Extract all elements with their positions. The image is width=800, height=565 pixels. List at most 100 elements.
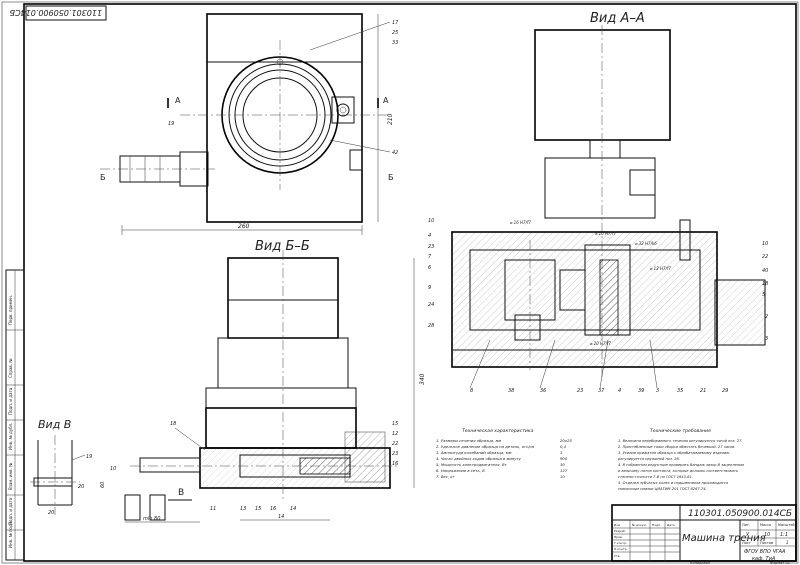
callout-bot-0: 15 [392, 421, 398, 427]
dim-base: min 80 [143, 516, 160, 522]
callout-sec-5: 9 [428, 285, 431, 291]
callout-sec-8: 10 [762, 241, 768, 247]
strip-label-0: Инв. № подл. [8, 520, 13, 548]
sheets-label: Листов [760, 541, 773, 545]
sheet-scale: 1:1 [780, 532, 788, 538]
callout-v-1: 20 [78, 484, 84, 490]
tech-char-val-5: 127 [560, 468, 568, 473]
org-line-2: каф. ТиА [752, 556, 776, 562]
tech-char-val-0: 20х25 [560, 438, 572, 443]
dim-top-width: 260 [238, 223, 250, 230]
tech-char-item-4: 5. Мощность электродвигателя, Вт [436, 462, 508, 467]
callout-sec-7: 28 [428, 323, 434, 329]
view-v-title: Вид В [38, 418, 71, 431]
stamp-role-1: Пров. [614, 535, 623, 539]
callout-bot-8: 15 [255, 506, 261, 512]
tech-char-val-6: 10 [560, 474, 565, 479]
mark-b-right: Б [388, 173, 394, 182]
callout-sec-3: 7 [428, 254, 432, 260]
callout-bot-1: 12 [392, 431, 398, 437]
sheet-label: Лист [742, 541, 751, 545]
mark-b-left: Б [100, 173, 106, 182]
callout-sec-14: 3 [765, 336, 768, 342]
sheet-code: 110301.050900.014СБ [688, 509, 792, 519]
sheets-count: 1 [786, 540, 789, 545]
left-strip: Инв. № подл. Подп. и дата Взам. инв. № И… [5, 269, 25, 561]
callout-v-0: 19 [86, 454, 92, 460]
tech-characteristics: Техническая характеристика 1. Размеры се… [436, 428, 572, 479]
view-v: Вид В 19 20 20 [30, 418, 92, 516]
mark-a-left: А [175, 96, 181, 105]
fit-5: ⌀ 10 H7/f7 [595, 231, 616, 236]
tech-char-val-3: 900 [560, 456, 568, 461]
tech-req-item-0: 1. Величина перебираемого течения регули… [618, 439, 743, 443]
tech-char-item-0: 1. Размеры сечения образца, мм [436, 438, 501, 443]
stamp-row-3: Подп. [652, 523, 661, 527]
callout-sec-6: 24 [428, 302, 434, 308]
fit-1: ⌀ 16 H7/f7 [510, 220, 531, 225]
callout-sec-10: 40 [762, 268, 768, 274]
callout-sec-24: 21 [700, 388, 706, 394]
title-block: 110301.050900.014СБ Машина трения Лит. М… [611, 504, 797, 562]
tech-req-item-7: 5. Отделка зубчатых колес и подшипников … [618, 481, 729, 485]
scale-label: Масштаб [778, 523, 795, 527]
tech-req-item-8: смазочным смазки ЦИАТИМ-201 ГОСТ 6267-74… [618, 487, 707, 491]
view-b-b: Вид Б–Б 340 В 10 60 min 80 14 15 12 22 2… [100, 239, 426, 523]
callout-top-1: 25 [392, 30, 398, 36]
callout-sec-19: 37 [598, 388, 605, 394]
tech-char-val-1: 0,4 [560, 444, 567, 449]
sheet-mass: 10 [764, 532, 770, 538]
mass-label: Масса [760, 523, 771, 527]
tech-req-item-1: 2. Пристебленные тяжи сборки обмотать бе… [618, 445, 735, 449]
callout-sec-4: 6 [428, 265, 431, 271]
tech-req-item-5: и величину пятна контакта, которые должн… [618, 469, 738, 473]
tech-req-item-6: степени точности 7-В по ГОСТ 1643-81. [618, 475, 693, 479]
tech-req-heading: Технические требования [650, 428, 711, 434]
tech-requirements: Технические требования 1. Величина переб… [617, 428, 745, 491]
tech-req-item-4: 4. В собранном редукторе проверить банда… [618, 463, 745, 467]
stamp-role-3: Н.контр. [614, 547, 627, 551]
callout-bot-2: 22 [392, 441, 398, 447]
callout-sec-12: 5 [762, 292, 765, 298]
litera-label: Лит. [742, 523, 750, 527]
dim-small-10: 10 [110, 466, 116, 472]
callout-sec-22: 3 [656, 388, 659, 394]
callout-top-4: 42 [392, 150, 398, 156]
mark-v: В [178, 488, 184, 498]
callout-sec-15: 8 [470, 388, 473, 394]
callout-bot-6: 11 [210, 506, 216, 512]
strip-label-6: Перв. примен. [8, 295, 13, 325]
tech-req-item-3: регулируется пружиной поз. 26. [617, 457, 680, 461]
stamp-role-2: Т.контр. [613, 541, 627, 545]
strip-label-4: Подп. и дата [8, 387, 13, 415]
strip-label-5: Справ. № [8, 359, 13, 378]
mark-a-right: А [383, 96, 389, 105]
sheet-title: Машина трения [682, 533, 766, 544]
view-a-title: Вид А–А [590, 11, 645, 26]
format-label: Формат А1 [770, 561, 790, 565]
callout-sec-23: 35 [677, 388, 683, 394]
callout-sec-17: 36 [540, 388, 546, 394]
view-a-a: Вид А–А ⌀ 16 H7/f7 ⌀ 32 H7/k6 ⌀ 12 H7/f7… [428, 11, 768, 394]
callout-bot-5: 18 [170, 421, 176, 427]
callout-sec-16: 38 [508, 388, 514, 394]
view-bb-title: Вид Б–Б [255, 239, 310, 254]
callout-bot-9: 16 [270, 506, 276, 512]
callout-sec-18: 23 [577, 388, 583, 394]
tech-char-item-6: 7. Вес, кг [436, 474, 456, 479]
callout-bot-7: 13 [240, 506, 246, 512]
fit-4: ⌀ 20 H7/f7 [590, 341, 611, 346]
tech-char-item-2: 3. Амплитуда колебаний образца, мм [436, 450, 512, 455]
callout-sec-20: 4 [618, 388, 621, 394]
fit-2: ⌀ 32 H7/k6 [635, 241, 657, 246]
tech-char-val-2: 3 [560, 450, 563, 455]
callout-bot-4: 16 [392, 461, 398, 467]
dim-small-60: 60 [100, 482, 106, 488]
callout-top-0: 17 [392, 20, 399, 26]
callout-bot-10: 14 [290, 506, 296, 512]
dim-shaft: 14 [278, 514, 284, 520]
callout-top-3: 19 [168, 121, 174, 127]
callout-sec-21: 39 [638, 388, 644, 394]
callout-sec-9: 22 [762, 254, 768, 260]
